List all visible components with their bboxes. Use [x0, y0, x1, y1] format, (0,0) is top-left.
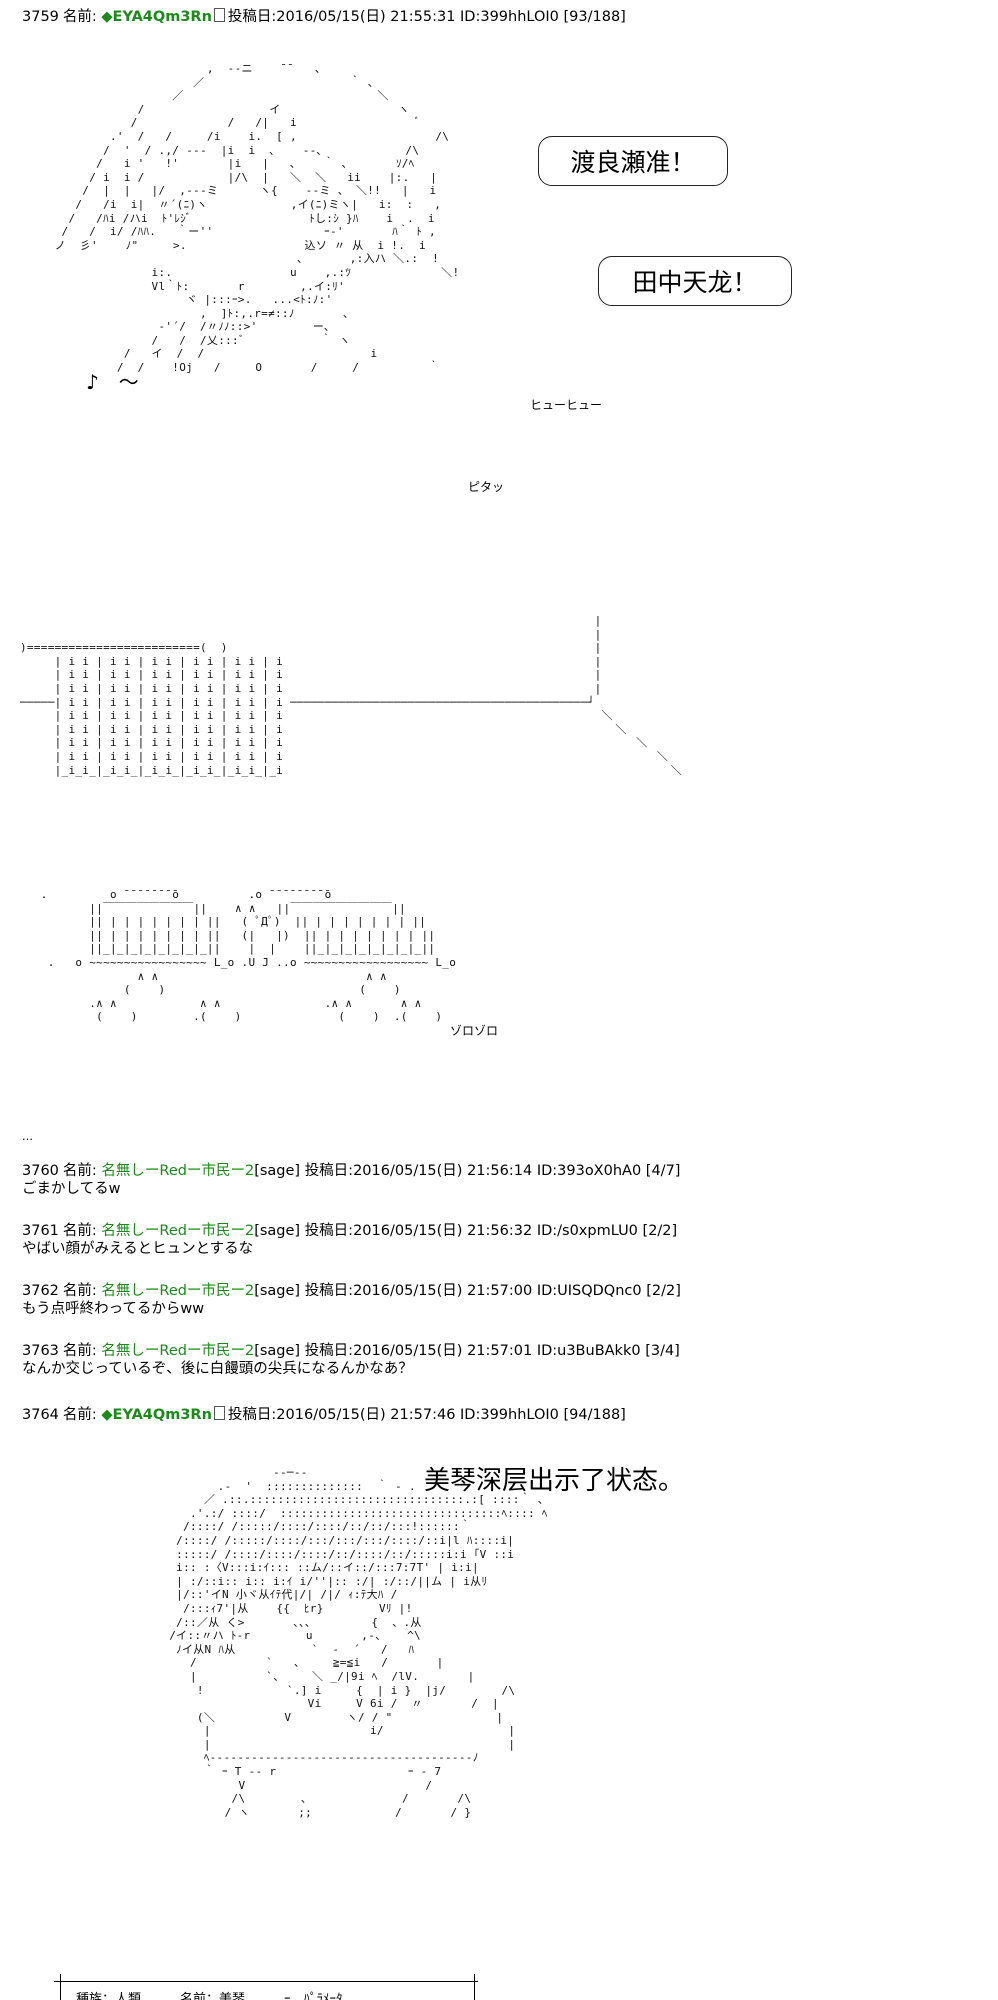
sage-tag: [sage] — [254, 1283, 301, 1299]
name-label: 名前: — [62, 9, 97, 25]
post-count: [2/2] — [646, 1283, 681, 1299]
post-count: [4/7] — [645, 1163, 681, 1179]
post-count: [2/2] — [642, 1223, 678, 1239]
status-box-text: 種族：人類 名前：美琴 ｰ ﾊﾟﾗﾒｰﾀ — [76, 1992, 343, 2000]
poster-name[interactable]: 名無しーRedー市民ー2 — [101, 1163, 255, 1179]
narration-caption: 美琴深层出示了状态。 — [424, 1466, 685, 1496]
name-label: 名前: — [62, 1407, 97, 1423]
post-date: 2016/05/15(日) 21:55:31 — [276, 9, 456, 25]
box-icon — [213, 8, 225, 22]
post-date: 2016/05/15(日) 21:57:00 — [353, 1283, 533, 1299]
post-number: 3759 — [22, 9, 59, 25]
poster-name[interactable]: 名無しーRedー市民ー2 — [101, 1343, 255, 1359]
post-date: 2016/05/15(日) 21:57:01 — [353, 1343, 533, 1359]
post-id[interactable]: ID:399hhLOI0 — [460, 9, 559, 25]
sfx-stop: ピタッ — [468, 480, 505, 494]
name-label: 名前: — [62, 1343, 97, 1359]
speech-bubble-1: 渡良瀬准！ — [538, 136, 728, 186]
bubble-text-1: 渡良瀬准！ — [570, 148, 696, 177]
post-body-3761: やばい顔がみえるとヒュンとするな — [22, 1241, 254, 1257]
post-date: 2016/05/15(日) 21:56:14 — [353, 1163, 533, 1179]
status-box-border — [54, 1981, 478, 1982]
ascii-art-mikoto: -‐─‐- .- ' :::::::::::::: ｀ - . ／ .::.::… — [169, 1466, 548, 1819]
ellipsis-text: … — [22, 1130, 33, 1143]
ascii-art-lockers: | | )=========================( ) | | i … — [20, 614, 683, 777]
post-id[interactable]: ID:/s0xpmLU0 — [536, 1223, 638, 1239]
sfx-crowd: ゾロゾロ — [450, 1024, 499, 1038]
post-body-3763: なんか交じっているぞ、後に白饅頭の尖兵になるんかなあ？ — [22, 1361, 413, 1377]
post-number: 3760 — [22, 1163, 59, 1179]
name-label: 名前: — [62, 1223, 97, 1239]
post-id[interactable]: ID:399hhLOI0 — [460, 1407, 559, 1423]
post-id[interactable]: ID:393oX0hA0 — [536, 1163, 642, 1179]
date-label: 投稿日: — [304, 1343, 354, 1359]
music-notes: ♪ ～ — [86, 370, 139, 394]
date-label: 投稿日: — [304, 1283, 354, 1299]
date-label: 投稿日: — [304, 1223, 354, 1239]
post-id[interactable]: ID:u3BuBAkk0 — [536, 1343, 641, 1359]
date-label: 投稿日: — [227, 1407, 277, 1423]
post-date: 2016/05/15(日) 21:56:32 — [353, 1223, 533, 1239]
date-label: 投稿日: — [304, 1163, 354, 1179]
poster-name[interactable]: ◆EYA4Qm3Rn — [101, 9, 212, 25]
post-id[interactable]: ID:UISQDQnc0 — [536, 1283, 642, 1299]
sage-tag: [sage] — [254, 1223, 301, 1239]
post-count: [93/188] — [563, 9, 626, 25]
post-date: 2016/05/15(日) 21:57:46 — [276, 1407, 456, 1423]
date-label: 投稿日: — [227, 9, 277, 25]
poster-name[interactable]: 名無しーRedー市民ー2 — [101, 1223, 255, 1239]
status-box-left-edge — [60, 1974, 61, 2000]
post-number: 3763 — [22, 1343, 59, 1359]
sage-tag: [sage] — [254, 1163, 301, 1179]
sage-tag: [sage] — [254, 1343, 301, 1359]
sfx-whistle: ヒューヒュー — [530, 398, 603, 412]
name-label: 名前: — [62, 1163, 97, 1179]
speech-bubble-2: 田中天龙！ — [598, 256, 792, 306]
post-number: 3764 — [22, 1407, 59, 1423]
status-box-right-edge — [474, 1974, 475, 2000]
ascii-art-carriers: . o ̄ ̄ ̄ ̄ ̄ ̄ ̄ ̄o .o ̄ ̄ ̄ ̄ ̄ ̄ ̄ ̄ … — [40, 888, 457, 1024]
post-body-3760: ごまかしてるw — [22, 1181, 121, 1197]
post-number: 3762 — [22, 1283, 59, 1299]
poster-name[interactable]: 名無しーRedー市民ー2 — [101, 1283, 255, 1299]
ascii-art-girl-whistling: , -‐ニ ̄ ̄ ､ ／ ｀ ､ ／ ＼ / イ ヽ / — [54, 62, 460, 375]
post-body-3762: もう点呼終わってるからww — [22, 1301, 205, 1317]
post-count: [94/188] — [563, 1407, 626, 1423]
post-count: [3/4] — [645, 1343, 680, 1359]
name-label: 名前: — [62, 1283, 97, 1299]
bubble-text-2: 田中天龙！ — [632, 268, 758, 297]
poster-name[interactable]: ◆EYA4Qm3Rn — [101, 1407, 212, 1423]
box-icon — [213, 1406, 225, 1420]
post-number: 3761 — [22, 1223, 59, 1239]
